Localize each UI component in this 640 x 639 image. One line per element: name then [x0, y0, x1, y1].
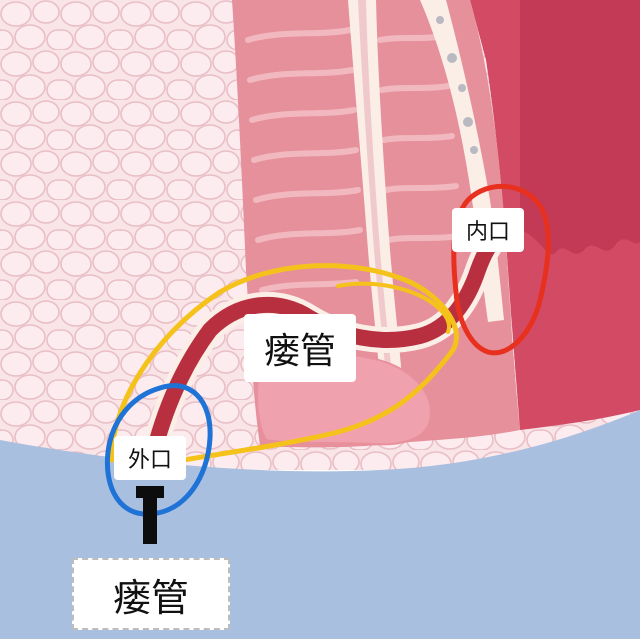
fistula-highlight [109, 263, 459, 469]
inner-opening-label: 内口 [452, 208, 524, 252]
arrow-up-icon [136, 486, 164, 544]
sphincter-dots [436, 16, 478, 154]
muscle-folds [245, 27, 463, 403]
fistula-highlight-tail [336, 281, 451, 334]
caption-box: 瘘管 [72, 558, 230, 630]
inner-opening-highlight [451, 184, 551, 356]
rectal-mucosa-drips [520, 0, 640, 255]
outer-opening-label: 外口 [114, 436, 186, 480]
fistula-label: 瘘管 [244, 314, 356, 382]
anal-canal-inner [358, 0, 394, 400]
